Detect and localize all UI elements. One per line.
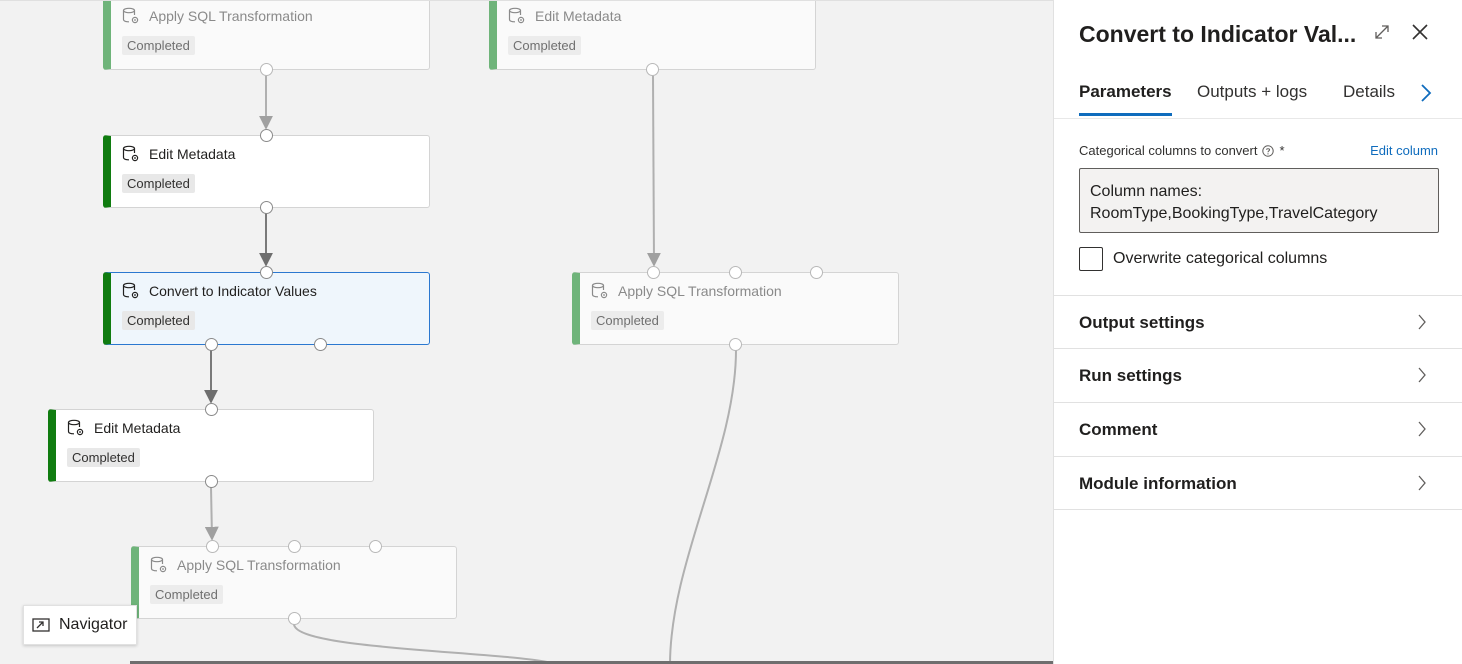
input-port[interactable] (369, 540, 382, 553)
output-port[interactable] (729, 338, 742, 351)
module-node-title-text: Edit Metadata (149, 146, 236, 162)
column-names-value: RoomType,BookingType,TravelCategory (1090, 205, 1378, 222)
edge (669, 349, 737, 664)
module-node-title-text: Edit Metadata (535, 8, 622, 24)
input-port[interactable] (205, 403, 218, 416)
chevron-right-icon (1418, 475, 1426, 491)
input-port[interactable] (810, 266, 823, 279)
module-node-title-text: Edit Metadata (94, 420, 181, 436)
module-node-title-text: Apply SQL Transformation (177, 557, 341, 573)
close-button[interactable] (1410, 22, 1430, 42)
section-label: Comment (1079, 420, 1158, 439)
navigator-button[interactable]: Navigator (23, 605, 137, 645)
module-node-convert-to-indicator-values[interactable]: Convert to Indicator Values Completed (103, 266, 430, 351)
edge (204, 486, 219, 541)
database-gear-icon (122, 7, 139, 24)
module-node-edit-metadata-1[interactable]: Edit Metadata Completed (489, 1, 816, 76)
output-port[interactable] (205, 338, 218, 351)
chevron-right-icon[interactable] (1419, 83, 1433, 103)
tab-details[interactable]: Details (1343, 82, 1395, 101)
section-run-settings[interactable]: Run settings (1054, 348, 1462, 402)
input-port[interactable] (647, 266, 660, 279)
status-badge: Completed (67, 448, 140, 467)
output-port[interactable] (260, 63, 273, 76)
edit-column-link[interactable]: Edit column (1370, 143, 1438, 158)
status-badge: Completed (508, 36, 581, 55)
param-label-text: Categorical columns to convert (1079, 143, 1258, 158)
column-names-field[interactable]: Column names: RoomType,BookingType,Trave… (1079, 168, 1439, 233)
database-gear-icon (591, 282, 608, 299)
overwrite-label: Overwrite categorical columns (1113, 250, 1328, 267)
module-node-title: Edit Metadata (67, 419, 180, 437)
module-node-apply-sql-1[interactable]: Apply SQL Transformation Completed (103, 1, 430, 76)
navigator-icon (32, 618, 50, 632)
expand-icon (1375, 25, 1389, 39)
module-node-title: Edit Metadata (508, 7, 621, 25)
section-module-information[interactable]: Module information (1054, 456, 1462, 510)
tab-parameters[interactable]: Parameters (1079, 82, 1172, 116)
properties-panel: Convert to Indicator Val... Parameters O… (1053, 0, 1462, 664)
module-node-title: Apply SQL Transformation (122, 7, 313, 25)
status-badge: Completed (122, 311, 195, 330)
chevron-right-icon (1418, 367, 1426, 383)
module-node-title-text: Apply SQL Transformation (149, 8, 313, 24)
status-badge: Completed (591, 311, 664, 330)
help-icon[interactable] (1262, 144, 1275, 157)
output-port[interactable] (288, 612, 301, 625)
output-port[interactable] (314, 338, 327, 351)
pipeline-canvas[interactable]: Apply SQL Transformation Completed Edit … (0, 0, 1053, 664)
module-node-title: Convert to Indicator Values (122, 282, 317, 300)
tab-outputs-logs[interactable]: Outputs + logs (1197, 82, 1308, 101)
input-port[interactable] (288, 540, 301, 553)
status-badge: Completed (122, 36, 195, 55)
section-label: Run settings (1079, 366, 1182, 385)
required-mark: * (1279, 143, 1285, 158)
sections-divider (1054, 509, 1462, 510)
expand-button[interactable] (1372, 22, 1392, 42)
output-port[interactable] (260, 201, 273, 214)
status-badge: Completed (150, 585, 223, 604)
database-gear-icon (122, 145, 139, 162)
module-node-apply-sql-3[interactable]: Apply SQL Transformation Completed (131, 540, 457, 625)
input-port[interactable] (260, 266, 273, 279)
section-label: Module information (1079, 474, 1237, 493)
output-port[interactable] (646, 63, 659, 76)
module-node-apply-sql-2[interactable]: Apply SQL Transformation Completed (572, 266, 899, 351)
navigator-label: Navigator (59, 616, 128, 633)
section-label: Output settings (1079, 313, 1205, 332)
module-node-title: Apply SQL Transformation (591, 282, 782, 300)
categorical-columns-label: Categorical columns to convert * (1079, 143, 1285, 158)
module-node-title: Edit Metadata (122, 145, 235, 163)
section-output-settings[interactable]: Output settings (1054, 295, 1462, 349)
chevron-right-icon (1418, 421, 1426, 437)
module-node-title: Apply SQL Transformation (150, 556, 341, 574)
database-gear-icon (508, 7, 525, 24)
status-badge: Completed (122, 174, 195, 193)
pipeline-edges (204, 75, 737, 664)
database-gear-icon (67, 419, 84, 436)
input-port[interactable] (206, 540, 219, 553)
close-icon (1412, 24, 1428, 40)
module-node-edit-metadata-3[interactable]: Edit Metadata Completed (48, 403, 374, 488)
horizontal-scrollbar[interactable] (130, 661, 1053, 664)
input-port[interactable] (260, 129, 273, 142)
database-gear-icon (122, 282, 139, 299)
overwrite-categorical-row[interactable]: Overwrite categorical columns (1079, 247, 1327, 271)
output-port[interactable] (205, 475, 218, 488)
input-port[interactable] (729, 266, 742, 279)
module-node-title-text: Apply SQL Transformation (618, 283, 782, 299)
module-node-title-text: Convert to Indicator Values (149, 283, 317, 299)
panel-title: Convert to Indicator Val... (1079, 21, 1357, 47)
edge (293, 623, 561, 664)
module-node-edit-metadata-2[interactable]: Edit Metadata Completed (103, 129, 430, 214)
chevron-right-icon (1418, 314, 1426, 330)
database-gear-icon (150, 556, 167, 573)
tabs-divider (1054, 118, 1462, 119)
overwrite-checkbox[interactable] (1079, 247, 1103, 271)
column-names-heading: Column names: (1090, 183, 1203, 200)
panel-tabs: Parameters Outputs + logs Details (1079, 82, 1439, 118)
edge (646, 75, 661, 267)
section-comment[interactable]: Comment (1054, 402, 1462, 456)
